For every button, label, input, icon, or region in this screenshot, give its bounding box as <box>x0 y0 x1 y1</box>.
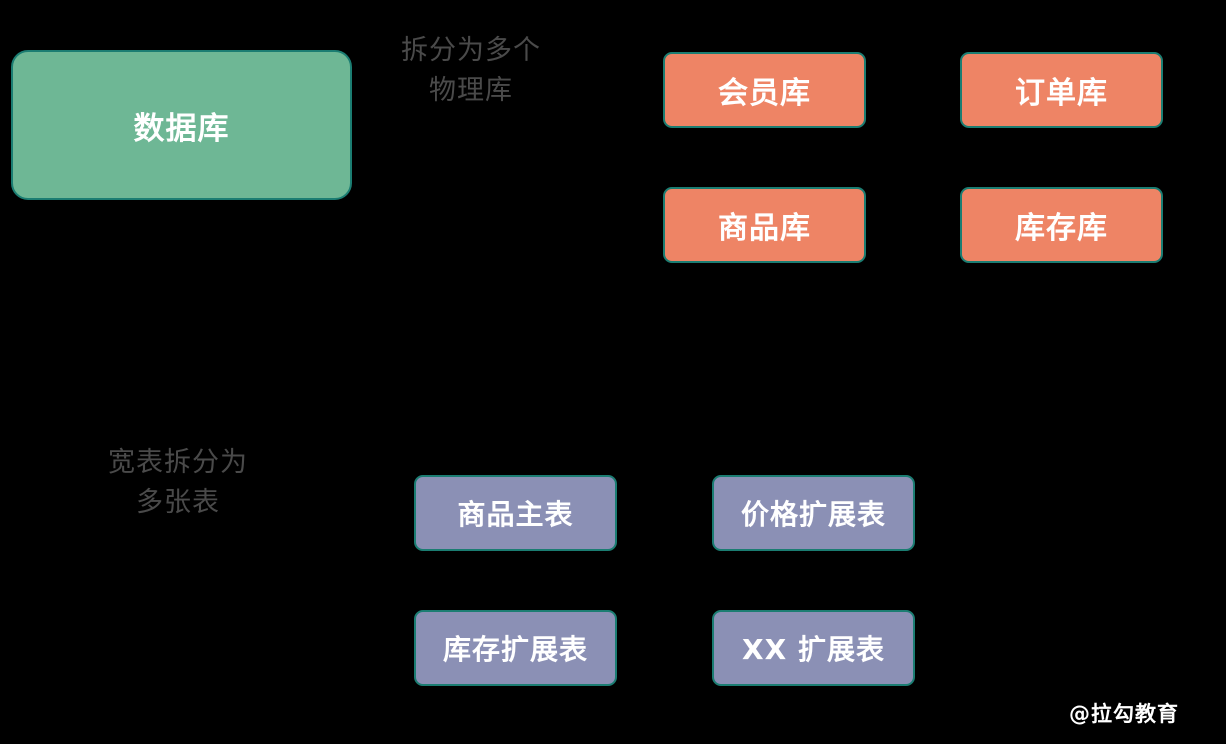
physical-db-node-member[interactable]: 会员库 <box>663 52 866 128</box>
physical-db-node-inventory[interactable]: 库存库 <box>960 187 1163 263</box>
table-node-price-extension[interactable]: 价格扩展表 <box>712 475 915 551</box>
physical-db-node-order[interactable]: 订单库 <box>960 52 1163 128</box>
database-root-node[interactable]: 数据库 <box>11 50 352 200</box>
caption-split-into-physical-dbs: 拆分为多个 物理库 <box>401 35 541 106</box>
table-node-xx-extension[interactable]: XX 扩展表 <box>712 610 915 686</box>
caption-split-wide-table: 宽表拆分为 多张表 <box>108 447 248 518</box>
table-node-inventory-extension[interactable]: 库存扩展表 <box>414 610 617 686</box>
watermark-label: @拉勾教育 <box>1069 702 1179 726</box>
physical-db-node-product[interactable]: 商品库 <box>663 187 866 263</box>
table-node-product-main[interactable]: 商品主表 <box>414 475 617 551</box>
